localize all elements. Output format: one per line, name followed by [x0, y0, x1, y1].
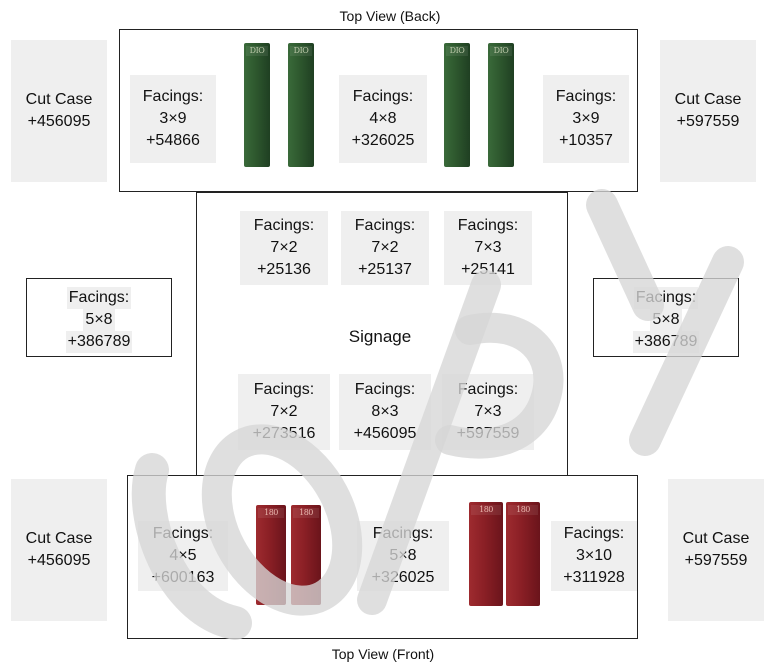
- red-pack: 180: [506, 502, 540, 606]
- facings-dims: 5×8: [83, 309, 114, 331]
- cut-case-label: Cut Case: [26, 89, 93, 111]
- cut-case-code: +456095: [28, 111, 91, 133]
- pack-label: DIO: [290, 46, 312, 56]
- facings-dims: 3×10: [576, 545, 612, 567]
- middle-top-facing-1: Facings: 7×2 +25136: [240, 211, 328, 285]
- facings-code: +10357: [559, 130, 613, 152]
- facings-dims: 7×2: [371, 237, 398, 259]
- back-facing-3: Facings: 3×9 +10357: [543, 75, 629, 163]
- cut-case-label: Cut Case: [683, 528, 750, 550]
- facings-dims: 7×3: [474, 401, 501, 423]
- facings-heading: Facings:: [67, 287, 131, 309]
- cut-case-back-left: Cut Case +456095: [11, 40, 107, 182]
- facings-code: +25137: [358, 259, 412, 281]
- facings-heading: Facings:: [556, 86, 616, 108]
- facings-heading: Facings:: [458, 379, 518, 401]
- facings-code: +456095: [354, 423, 417, 445]
- cut-case-label: Cut Case: [675, 89, 742, 111]
- front-facing-3: Facings: 3×10 +311928: [551, 521, 637, 591]
- facings-code: +311928: [563, 567, 625, 589]
- middle-top-facing-2: Facings: 7×2 +25137: [341, 211, 429, 285]
- facings-heading: Facings:: [458, 215, 518, 237]
- front-caption: Top View (Front): [283, 646, 483, 662]
- side-facing-right: Facings: 5×8 +386789: [593, 287, 739, 353]
- facings-heading: Facings:: [355, 215, 415, 237]
- facings-code: +386789: [633, 331, 700, 353]
- pack-label: 180: [293, 508, 319, 518]
- facings-dims: 3×9: [572, 108, 599, 130]
- signage-label: Signage: [320, 326, 440, 348]
- middle-bottom-facing-3: Facings: 7×3 +597559: [442, 374, 534, 450]
- facings-heading: Facings:: [353, 86, 413, 108]
- facings-dims: 7×2: [270, 237, 297, 259]
- back-caption: Top View (Back): [290, 8, 490, 24]
- facings-code: +25141: [461, 259, 515, 281]
- facings-code: +54866: [146, 130, 200, 152]
- middle-bottom-facing-1: Facings: 7×2 +273516: [238, 374, 330, 450]
- facings-code: +273516: [253, 423, 316, 445]
- pack-label: 180: [471, 505, 501, 515]
- front-facing-2: Facings: 5×8 +326025: [357, 521, 449, 591]
- cut-case-front-right: Cut Case +597559: [668, 479, 764, 621]
- pack-label: DIO: [490, 46, 512, 56]
- facings-heading: Facings:: [153, 523, 213, 545]
- facings-code: +600163: [152, 567, 215, 589]
- red-pack: 180: [291, 505, 321, 605]
- facings-heading: Facings:: [373, 523, 433, 545]
- facings-dims: 7×3: [474, 237, 501, 259]
- facings-heading: Facings:: [355, 379, 415, 401]
- middle-bottom-facing-2: Facings: 8×3 +456095: [339, 374, 431, 450]
- pack-label: 180: [258, 508, 284, 518]
- side-facing-left: Facings: 5×8 +386789: [26, 287, 172, 353]
- facings-heading: Facings:: [634, 287, 698, 309]
- cut-case-code: +456095: [28, 550, 91, 572]
- cut-case-label: Cut Case: [26, 528, 93, 550]
- green-pack: DIO: [288, 43, 314, 167]
- facings-code: +25136: [257, 259, 311, 281]
- facings-heading: Facings:: [254, 215, 314, 237]
- middle-top-facing-3: Facings: 7×3 +25141: [444, 211, 532, 285]
- facings-code: +597559: [457, 423, 520, 445]
- pack-label: DIO: [246, 46, 268, 56]
- cut-case-back-right: Cut Case +597559: [660, 40, 756, 182]
- facings-heading: Facings:: [254, 379, 314, 401]
- facings-dims: 5×8: [389, 545, 416, 567]
- green-pack: DIO: [444, 43, 470, 167]
- cut-case-code: +597559: [677, 111, 740, 133]
- facings-dims: 3×9: [159, 108, 186, 130]
- pack-label: 180: [508, 505, 538, 515]
- green-pack: DIO: [244, 43, 270, 167]
- facings-dims: 4×5: [169, 545, 196, 567]
- back-facing-2: Facings: 4×8 +326025: [339, 75, 427, 163]
- cut-case-code: +597559: [685, 550, 748, 572]
- pack-label: DIO: [446, 46, 468, 56]
- front-facing-1: Facings: 4×5 +600163: [138, 521, 228, 591]
- facings-dims: 7×2: [270, 401, 297, 423]
- facings-dims: 8×3: [371, 401, 398, 423]
- facings-heading: Facings:: [143, 86, 203, 108]
- facings-code: +326025: [372, 567, 435, 589]
- cut-case-front-left: Cut Case +456095: [11, 479, 107, 621]
- green-pack: DIO: [488, 43, 514, 167]
- red-pack: 180: [469, 502, 503, 606]
- facings-code: +386789: [66, 331, 133, 353]
- red-pack: 180: [256, 505, 286, 605]
- facings-heading: Facings:: [564, 523, 624, 545]
- facings-dims: 5×8: [650, 309, 681, 331]
- back-facing-1: Facings: 3×9 +54866: [130, 75, 216, 163]
- facings-dims: 4×8: [369, 108, 396, 130]
- facings-code: +326025: [352, 130, 415, 152]
